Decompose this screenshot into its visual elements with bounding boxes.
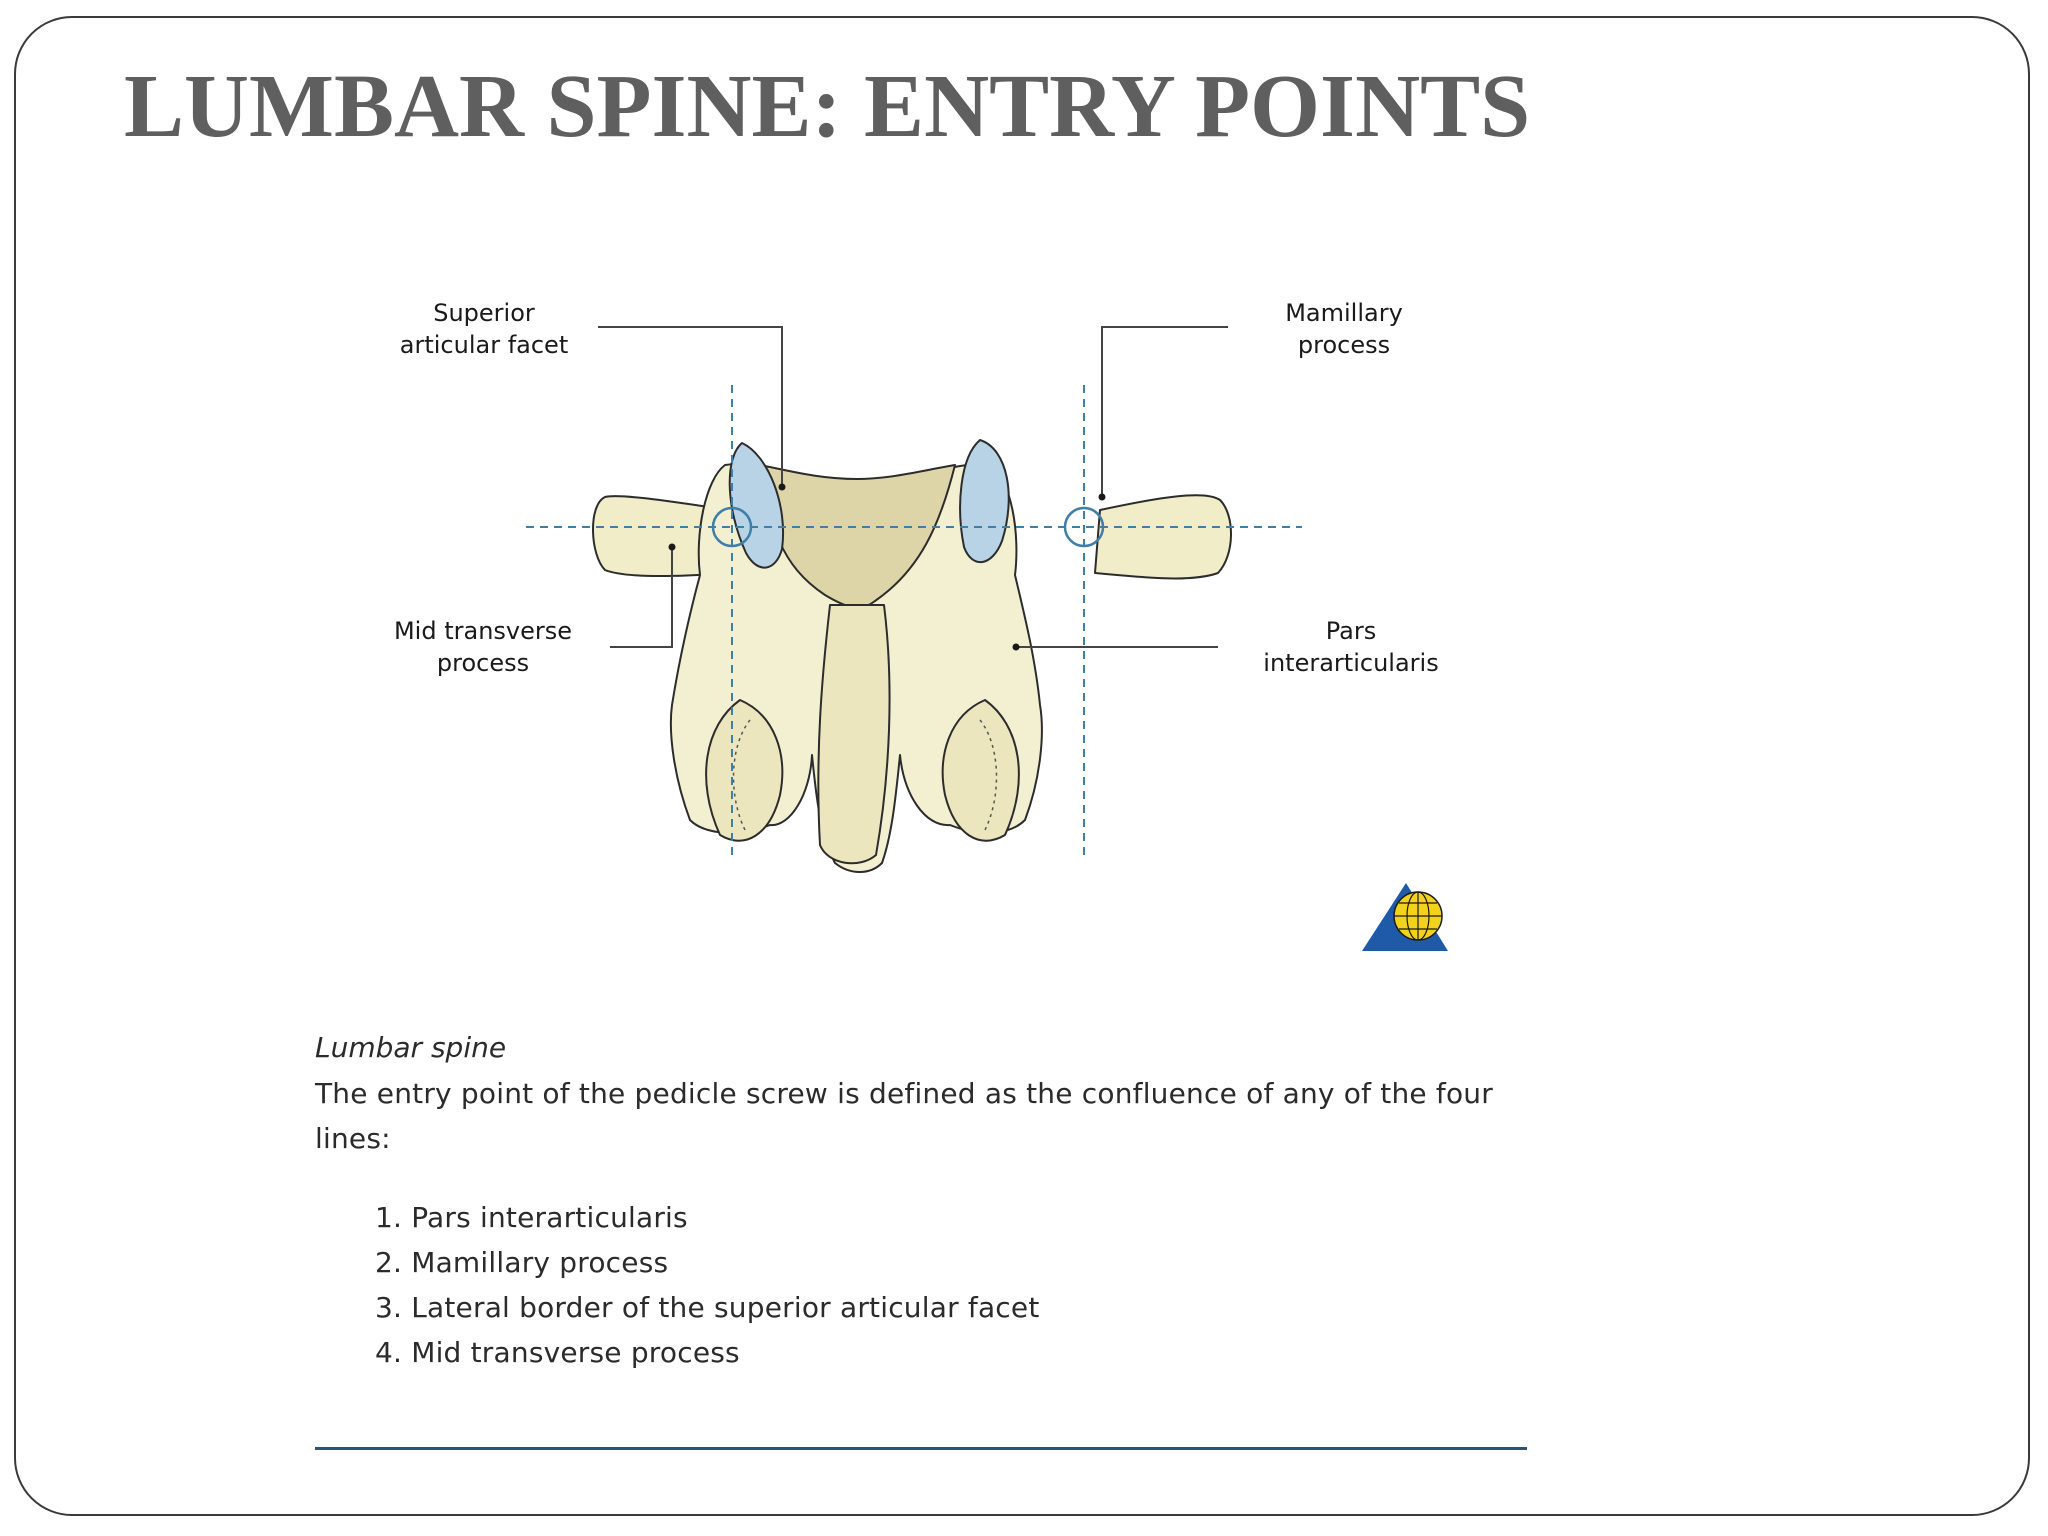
label-mid-transverse-1: Mid transverse bbox=[394, 617, 572, 645]
label-superior-facet-1: Superior bbox=[433, 299, 535, 327]
list-item: 2. Mamillary process bbox=[375, 1246, 669, 1279]
left-superior-facet bbox=[728, 442, 784, 569]
figure-caption: Lumbar spine The entry point of the pedi… bbox=[315, 1025, 1515, 1375]
right-transverse-process bbox=[1094, 494, 1232, 580]
label-pars-1: Pars bbox=[1326, 617, 1376, 645]
dot-pars bbox=[1012, 643, 1020, 651]
right-superior-facet bbox=[959, 439, 1010, 564]
figure-panel: Superior articular facet Mamillary proce… bbox=[300, 235, 1540, 1465]
spinal-canal bbox=[759, 464, 956, 609]
left-entry-point bbox=[711, 506, 753, 548]
list-item: 4. Mid transverse process bbox=[375, 1336, 740, 1369]
label-pars-2: interarticularis bbox=[1263, 649, 1438, 677]
leader-dots bbox=[668, 483, 1106, 651]
list-item: 1. Pars interarticularis bbox=[375, 1201, 688, 1234]
list-item: 3. Lateral border of the superior articu… bbox=[375, 1291, 1040, 1324]
left-inferior-process bbox=[705, 699, 784, 842]
leader-mamillary bbox=[1101, 326, 1228, 497]
label-superior-facet-2: articular facet bbox=[400, 331, 568, 359]
label-mamillary-2: process bbox=[1298, 331, 1390, 359]
caption-body: The entry point of the pedicle screw is … bbox=[315, 1077, 1493, 1155]
spinous-process bbox=[817, 604, 891, 865]
entry-point-list: 1. Pars interarticularis 2. Mamillary pr… bbox=[315, 1195, 1515, 1375]
label-mid-transverse-2: process bbox=[437, 649, 529, 677]
dot-superior-facet bbox=[778, 483, 786, 491]
guide-lines bbox=[526, 385, 1302, 857]
leader-superior-facet bbox=[598, 326, 783, 487]
right-entry-point bbox=[1063, 506, 1105, 548]
leader-mid-transverse bbox=[610, 547, 673, 648]
slide-title: LUMBAR SPINE: ENTRY POINTS bbox=[124, 57, 1531, 156]
caption-title: Lumbar spine bbox=[315, 1031, 507, 1064]
right-inferior-process bbox=[941, 699, 1020, 842]
leader-lines bbox=[598, 326, 1228, 648]
dot-mid-transverse bbox=[668, 543, 676, 551]
label-mamillary-1: Mamillary bbox=[1285, 299, 1403, 327]
vertebra-diagram: Superior articular facet Mamillary proce… bbox=[394, 299, 1448, 951]
vertebra-shape bbox=[592, 439, 1232, 873]
logo-globe-grid bbox=[1394, 891, 1442, 941]
publisher-logo bbox=[1362, 883, 1448, 951]
caption-divider bbox=[315, 1447, 1527, 1450]
dot-mamillary bbox=[1098, 493, 1106, 501]
